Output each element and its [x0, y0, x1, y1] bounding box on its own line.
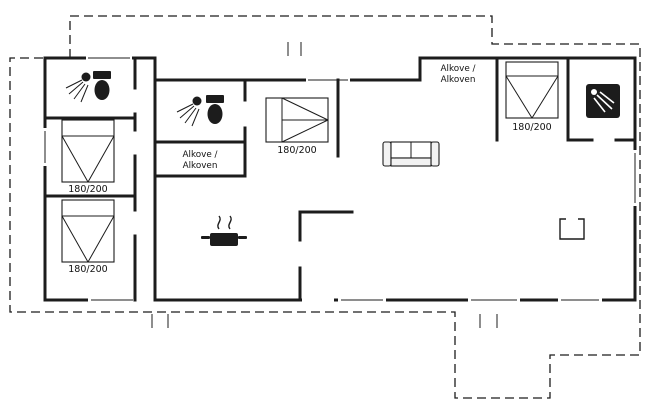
windows-and-doors: [41, 54, 639, 304]
chimney-marks: [287, 42, 302, 56]
bed-size-label: 180/200: [68, 264, 107, 275]
alcove-label-line2: Alkoven: [441, 75, 476, 85]
pot-icon: [201, 215, 247, 246]
terrace-step-marks: [151, 314, 498, 328]
alcove-label-line1: Alkove /: [440, 64, 475, 74]
bathroom-middle: [176, 95, 224, 127]
fireplace-icon: [559, 218, 585, 240]
alcove-label: Alkove / Alkoven: [182, 150, 217, 171]
shower-cabin-icon: [586, 84, 620, 118]
bunk-bed: 180/200: [265, 97, 329, 156]
sofa-icon: [382, 141, 440, 167]
toilet-icon: [93, 71, 111, 100]
door-opening: [302, 296, 334, 304]
door-opening: [136, 296, 154, 304]
interior-walls: [43, 56, 637, 302]
alcove-label-line1: Alkove /: [182, 150, 217, 160]
bathroom-top-left: [65, 71, 111, 103]
bed-size-label: 180/200: [277, 145, 316, 156]
bed-size-label: 180/200: [512, 122, 551, 133]
bed-size-label: 180/200: [68, 184, 107, 195]
shower-icon: [176, 96, 202, 127]
alcove-label-line2: Alkoven: [183, 161, 218, 171]
shower-icon: [65, 72, 91, 103]
double-bed-left-bottom: 180/200: [61, 199, 115, 275]
double-bed-left-top: 180/200: [61, 119, 115, 195]
toilet-icon: [206, 95, 224, 124]
double-bed-right: 180/200: [505, 61, 559, 133]
alcove-label: Alkove / Alkoven: [440, 64, 475, 85]
roof-terrace-outline: [9, 15, 641, 399]
exterior-walls: [43, 56, 637, 302]
